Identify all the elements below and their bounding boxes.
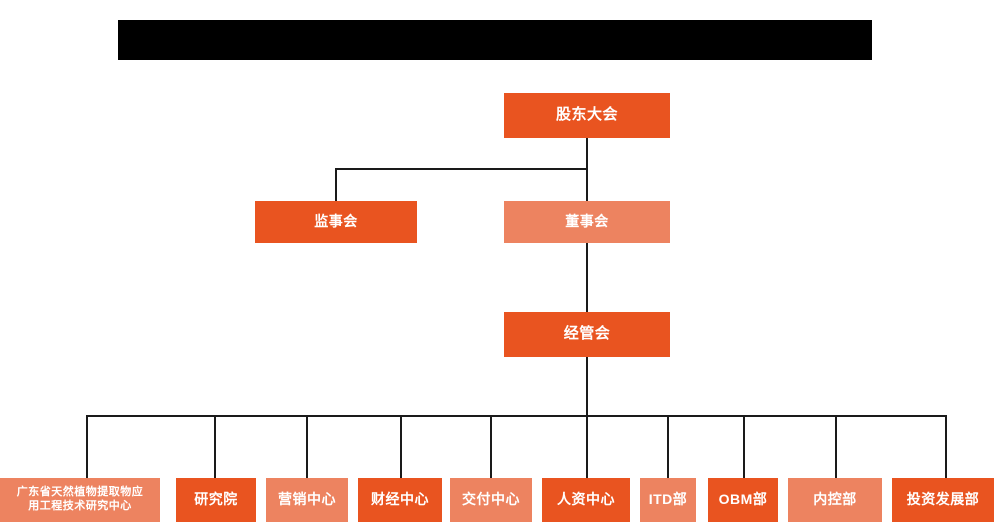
node-board-of-directors[interactable]: 董事会 bbox=[504, 201, 670, 243]
connector-shareholders-bus bbox=[335, 168, 587, 170]
node-label-line1: 广东省天然植物提取物应 bbox=[16, 486, 144, 499]
connector-directors-to-management bbox=[586, 243, 588, 312]
node-department-hr-center[interactable]: 人资中心 bbox=[542, 478, 630, 522]
node-label: 经管会 bbox=[563, 325, 611, 343]
node-label: 监事会 bbox=[314, 213, 358, 230]
node-department-delivery-center[interactable]: 交付中心 bbox=[450, 478, 532, 522]
node-department-guangdong-research-center[interactable]: 广东省天然植物提取物应 用工程技术研究中心 bbox=[0, 478, 160, 522]
connector-management-down bbox=[586, 357, 588, 416]
node-department-research-institute[interactable]: 研究院 bbox=[176, 478, 256, 522]
connector-drop-5 bbox=[490, 415, 492, 478]
connector-drop-7 bbox=[667, 415, 669, 478]
node-label: 交付中心 bbox=[462, 491, 520, 508]
node-label: ITD部 bbox=[648, 491, 688, 508]
node-label: 董事会 bbox=[565, 213, 609, 230]
node-department-marketing-center[interactable]: 营销中心 bbox=[266, 478, 348, 522]
node-department-obm[interactable]: OBM部 bbox=[708, 478, 778, 522]
node-label: OBM部 bbox=[718, 491, 768, 508]
connector-directors-drop bbox=[586, 168, 588, 201]
connector-drop-10 bbox=[945, 415, 947, 478]
node-label: 股东大会 bbox=[555, 106, 618, 124]
node-label: 投资发展部 bbox=[906, 491, 980, 508]
node-department-itd[interactable]: ITD部 bbox=[640, 478, 696, 522]
connector-drop-2 bbox=[214, 415, 216, 478]
connector-department-bus bbox=[86, 415, 946, 417]
connector-shareholders-down bbox=[586, 138, 588, 169]
node-label: 研究院 bbox=[194, 491, 238, 508]
connector-drop-3 bbox=[306, 415, 308, 478]
connector-drop-9 bbox=[835, 415, 837, 478]
node-department-investment-development[interactable]: 投资发展部 bbox=[892, 478, 994, 522]
node-management-committee[interactable]: 经管会 bbox=[504, 312, 670, 357]
node-label: 广东省天然植物提取物应 用工程技术研究中心 bbox=[13, 486, 148, 514]
connector-supervisors-drop bbox=[335, 168, 337, 201]
node-label: 人资中心 bbox=[557, 491, 615, 508]
redacted-title-bar bbox=[118, 20, 872, 60]
connector-drop-8 bbox=[743, 415, 745, 478]
node-label: 财经中心 bbox=[371, 491, 429, 508]
node-shareholders-meeting[interactable]: 股东大会 bbox=[504, 93, 670, 138]
node-label: 内控部 bbox=[813, 491, 857, 508]
node-department-internal-control[interactable]: 内控部 bbox=[788, 478, 882, 522]
node-label-line2: 用工程技术研究中心 bbox=[28, 500, 132, 512]
connector-drop-6 bbox=[586, 415, 588, 478]
connector-drop-1 bbox=[86, 415, 88, 478]
node-label: 营销中心 bbox=[278, 491, 336, 508]
node-department-finance-center[interactable]: 财经中心 bbox=[358, 478, 442, 522]
connector-drop-4 bbox=[400, 415, 402, 478]
node-board-of-supervisors[interactable]: 监事会 bbox=[255, 201, 417, 243]
